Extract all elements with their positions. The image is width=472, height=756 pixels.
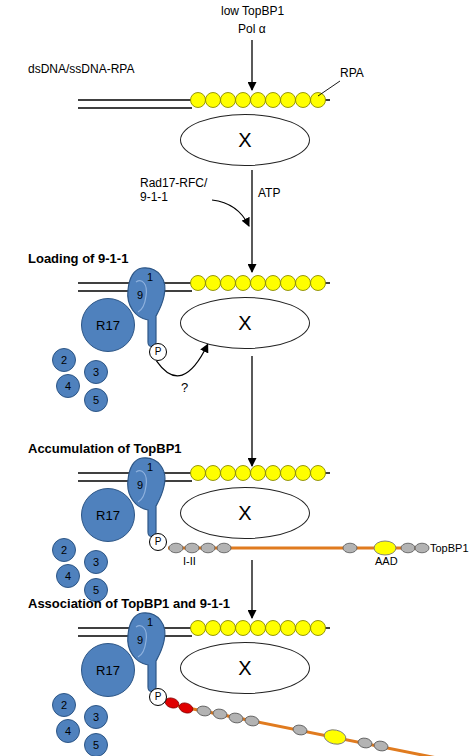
node-text: 3 [93, 367, 99, 378]
node-text: 5 [93, 585, 99, 596]
node-text: 9 [137, 480, 143, 491]
protein-x-ellipse: X [180, 642, 310, 694]
node-text: 1 [147, 272, 153, 283]
node-text: 9 [137, 290, 143, 301]
rfc-subunit-circle: 4 [56, 374, 80, 398]
annotation-label: dsDNA/ssDNA-RPA [28, 62, 134, 76]
rfc-subunit-circle: 3 [84, 550, 108, 574]
node-text: 5 [93, 395, 99, 406]
node-text: X [238, 658, 251, 678]
node-text: P [155, 692, 162, 702]
annotation-label: Rad17-RFC/ 9-1-1 [140, 176, 214, 204]
rfc-subunit-circle: 4 [56, 719, 80, 743]
rfc-subunit-circle: 4 [56, 564, 80, 588]
node-text: R17 [96, 509, 120, 522]
dna-rpa [78, 276, 330, 292]
dna-rpa [78, 93, 330, 109]
topbp1-protein [168, 541, 429, 555]
node-text: 4 [65, 381, 71, 392]
annotation-label: Pol α [238, 22, 266, 36]
node-text: 2 [61, 700, 67, 711]
node-text: 9 [137, 635, 143, 646]
node-text: X [238, 130, 251, 150]
node-text: 3 [93, 557, 99, 568]
stage-heading: Accumulation of TopBP1 [28, 442, 182, 456]
node-text: R17 [96, 664, 120, 677]
phospho-circle: P [149, 533, 167, 551]
stage-heading: Loading of 9-1-1 [28, 252, 128, 266]
dna-rpa [78, 466, 330, 482]
node-text: 4 [65, 571, 71, 582]
rfc-subunit-circle: 3 [84, 705, 108, 729]
protein-x-ellipse: X [180, 114, 310, 166]
annotation-label: TopBP1 [430, 541, 469, 555]
node-text: P [155, 347, 162, 357]
leader-line [318, 81, 340, 96]
step-arrow [251, 170, 252, 272]
protein-x-ellipse: X [180, 487, 310, 539]
annotation-label: I-II [183, 554, 196, 568]
rad17-circle: R17 [81, 298, 135, 352]
node-text: 4 [65, 726, 71, 737]
node-text: 1 [147, 617, 153, 628]
dna-rpa [78, 621, 330, 637]
node-text: 1 [147, 462, 153, 473]
annotation-label: low TopBP1 [221, 4, 284, 18]
rfc-subunit-circle: 2 [52, 693, 76, 717]
phospho-circle: P [149, 688, 167, 706]
edge-label: ? [181, 381, 188, 395]
step-arrow [251, 560, 252, 618]
rfc-subunit-circle: 2 [52, 538, 76, 562]
annotation-label: RPA [340, 66, 364, 80]
node-text: 2 [61, 545, 67, 556]
phospho-circle: P [149, 343, 167, 361]
rfc-subunit-circle: 5 [84, 388, 108, 412]
stage-heading: Association of TopBP1 and 9-1-1 [28, 597, 230, 611]
rfc-subunit-circle: 5 [84, 733, 108, 756]
protein-x-ellipse: X [180, 297, 310, 349]
rfc-subunit-circle: 2 [52, 348, 76, 372]
node-text: X [238, 503, 251, 523]
node-text: X [238, 313, 251, 333]
rad17-circle: R17 [81, 488, 135, 542]
node-text: 3 [93, 712, 99, 723]
step-arrow [251, 40, 252, 90]
topbp1-bound [164, 696, 472, 756]
rad17-circle: R17 [81, 643, 135, 697]
node-text: 2 [61, 355, 67, 366]
annotation-label: ATP [258, 186, 280, 200]
loading-arrow [212, 200, 249, 226]
node-text: 5 [93, 740, 99, 751]
step-arrow [251, 356, 252, 466]
node-text: P [155, 537, 162, 547]
annotation-label: AAD [375, 554, 398, 568]
rfc-subunit-circle: 3 [84, 360, 108, 384]
node-text: R17 [96, 319, 120, 332]
